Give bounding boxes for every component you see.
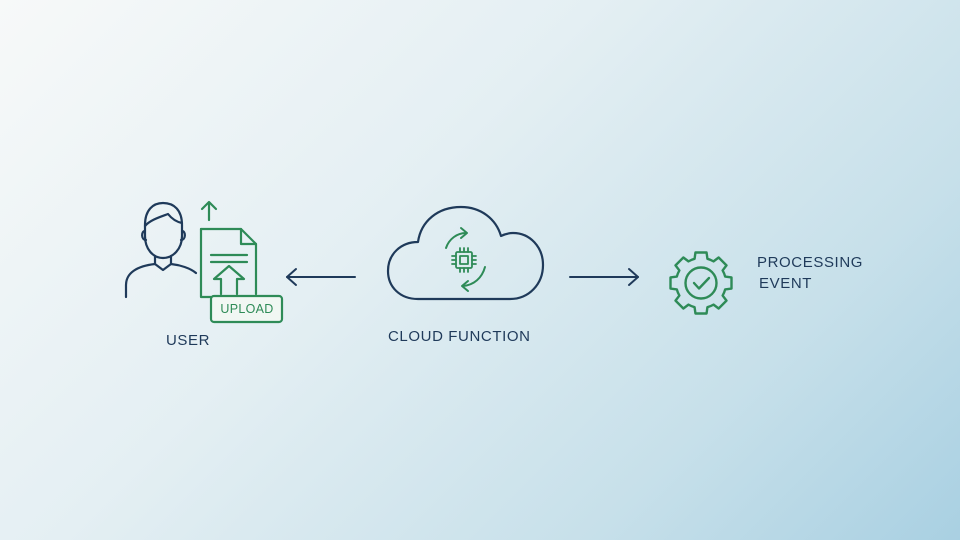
cloud-function-label: CLOUD FUNCTION (388, 328, 531, 345)
upload-badge (209, 294, 284, 324)
arrow-to-user (286, 268, 356, 286)
upload-arrow-icon (200, 200, 218, 222)
gear-check-icon (669, 251, 733, 315)
processing-event-label: PROCESSING EVENT (757, 252, 863, 294)
sync-arrows-icon (445, 227, 486, 292)
document-icon (199, 227, 258, 299)
person-icon (124, 201, 198, 299)
upload-badge-label: UPLOAD (220, 302, 274, 316)
processing-event-label-line-2: EVENT (759, 275, 813, 292)
chip-icon (451, 247, 477, 273)
arrow-to-processing (569, 268, 639, 286)
user-label: USER (166, 332, 211, 349)
cloud-icon (386, 205, 545, 301)
processing-event-label-line-1: PROCESSING (757, 254, 864, 271)
